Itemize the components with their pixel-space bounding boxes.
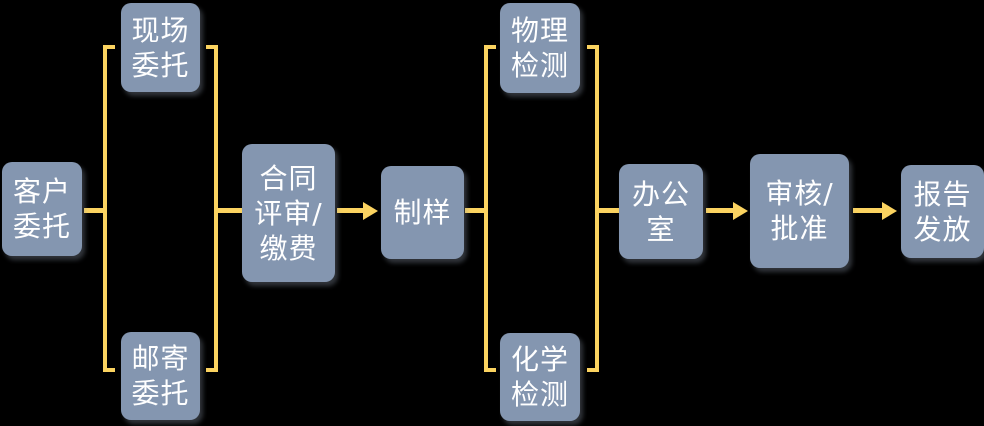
stub-bracket-to-office <box>598 208 621 213</box>
stub-sample-to-bracket <box>465 208 486 213</box>
node-customer-commission: 客户 委托 <box>2 162 82 256</box>
node-physical-testing: 物理 检测 <box>500 3 580 93</box>
node-office: 办公 室 <box>619 164 703 259</box>
arrow-contract-to-sample <box>337 197 378 224</box>
node-sample-preparation: 制样 <box>381 166 464 259</box>
arrow-head-icon <box>363 201 378 220</box>
commission-bracket-right <box>206 45 218 372</box>
arrow-office-to-review <box>706 197 748 224</box>
node-mail-commission: 邮寄 委托 <box>121 332 200 420</box>
arrow-stem <box>706 208 733 213</box>
commission-bracket-left <box>103 45 115 372</box>
arrow-stem <box>853 208 882 213</box>
arrow-head-icon <box>733 201 748 220</box>
arrow-stem <box>337 208 363 213</box>
node-contract-review-payment: 合同 评审/ 缴费 <box>242 144 335 282</box>
arrow-head-icon <box>882 201 897 220</box>
node-review-approval: 审核/ 批准 <box>750 154 849 268</box>
arrow-review-to-report <box>853 197 897 224</box>
testing-bracket-right <box>587 45 599 372</box>
node-onsite-commission: 现场 委托 <box>121 3 200 92</box>
testing-bracket-left <box>484 45 496 372</box>
stub-bracket-to-contract <box>217 208 244 213</box>
node-chemical-testing: 化学 检测 <box>500 333 580 421</box>
stub-customer-to-bracket <box>84 208 105 213</box>
node-report-issuance: 报告 发放 <box>901 165 984 258</box>
